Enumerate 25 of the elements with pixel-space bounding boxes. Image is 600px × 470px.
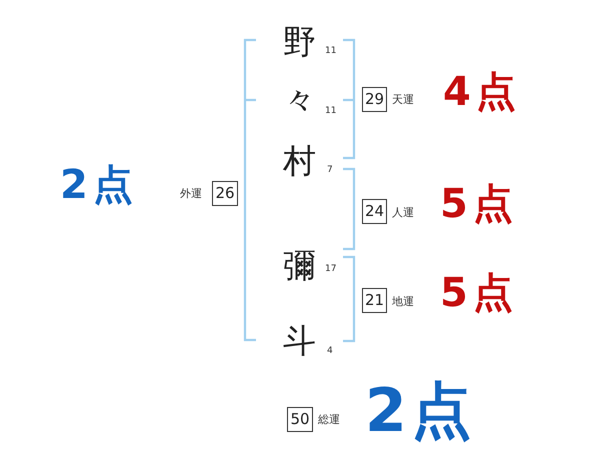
number-box: 50 <box>287 407 313 432</box>
score-text: 5点 <box>440 184 518 224</box>
number-box: 21 <box>362 288 387 313</box>
name-character: 々 <box>283 83 316 116</box>
fortune-label: 地運 <box>392 296 414 307</box>
score-text: 2点 <box>60 165 138 205</box>
number-box: 26 <box>212 181 238 206</box>
stroke-count: 11 <box>325 107 336 116</box>
fortune-label: 総運 <box>318 414 340 425</box>
stroke-count: 17 <box>325 265 336 274</box>
name-character: 斗 <box>283 324 316 357</box>
name-character: 野 <box>283 25 316 58</box>
fortune-label: 天運 <box>392 94 414 105</box>
fortune-label: 人運 <box>392 207 414 218</box>
score-text: 2点 <box>365 381 477 441</box>
stroke-count: 11 <box>325 47 336 56</box>
name-character: 彌 <box>283 249 316 282</box>
stroke-count: 4 <box>327 347 333 356</box>
stroke-count: 7 <box>327 166 333 175</box>
score-text: 5点 <box>440 273 518 313</box>
name-character: 村 <box>283 144 316 177</box>
score-text: 4点 <box>443 72 521 112</box>
number-box: 29 <box>362 87 387 112</box>
number-box: 24 <box>362 199 387 224</box>
fortune-label: 外運 <box>180 188 202 199</box>
